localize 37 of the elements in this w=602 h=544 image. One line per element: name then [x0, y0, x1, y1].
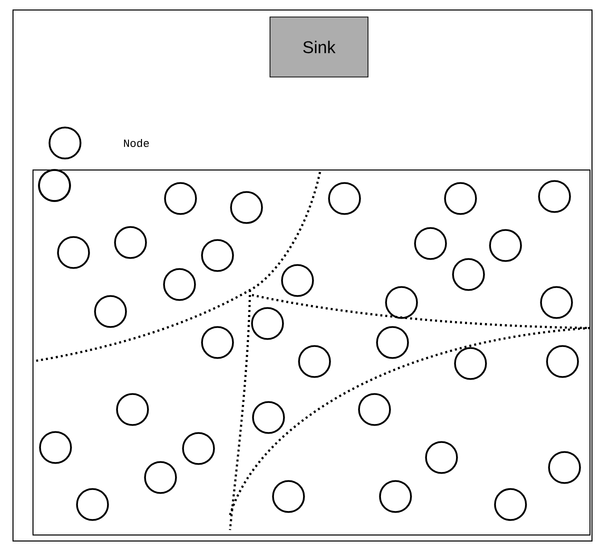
node-circle — [230, 191, 263, 224]
node-circle — [379, 480, 412, 513]
node-circle — [444, 182, 477, 215]
node-circle — [39, 431, 72, 464]
node-circle — [540, 286, 573, 319]
node-circle — [201, 239, 234, 272]
node-circle — [251, 307, 284, 340]
node-circle — [414, 227, 447, 260]
node-circle — [182, 432, 215, 465]
node-circle — [114, 226, 147, 259]
node-circle — [76, 488, 109, 521]
node-circle — [328, 182, 361, 215]
node-circle — [57, 236, 90, 269]
node-circle — [281, 264, 314, 297]
node-circle — [494, 488, 527, 521]
node-circle — [489, 229, 522, 262]
node-circle — [376, 326, 409, 359]
node-circle — [298, 345, 331, 378]
node-circle — [548, 451, 581, 484]
node-circle — [144, 461, 177, 494]
node-circle — [272, 480, 305, 513]
node-circle — [116, 393, 149, 426]
node-circle — [94, 295, 127, 328]
node-circle — [201, 326, 234, 359]
field-box — [32, 170, 590, 536]
node-circle — [163, 268, 196, 301]
legend-label: Node — [124, 138, 149, 148]
node-circle — [425, 441, 458, 474]
node-circle — [252, 401, 285, 434]
node-circle — [546, 345, 579, 378]
node-circle — [164, 182, 197, 215]
node-circle — [358, 393, 391, 426]
node-circle — [452, 258, 485, 291]
sink-box: Sink — [270, 16, 368, 78]
node-circle — [385, 286, 418, 319]
node-circle — [538, 180, 571, 213]
node-circle — [454, 347, 487, 380]
